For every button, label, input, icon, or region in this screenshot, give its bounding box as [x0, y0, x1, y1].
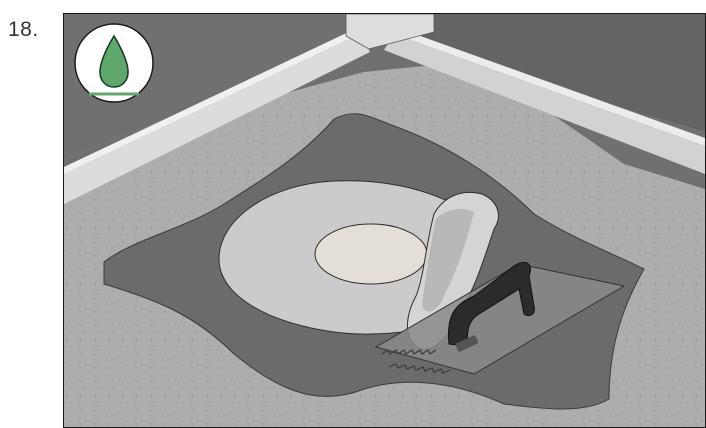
- waterproofing-badge: [73, 22, 155, 104]
- illustration-scene: [64, 14, 705, 427]
- water-drop-icon: [73, 22, 155, 104]
- drain-disc: [315, 224, 427, 284]
- step-number: 18.: [8, 18, 39, 42]
- illustration-frame: [63, 13, 706, 428]
